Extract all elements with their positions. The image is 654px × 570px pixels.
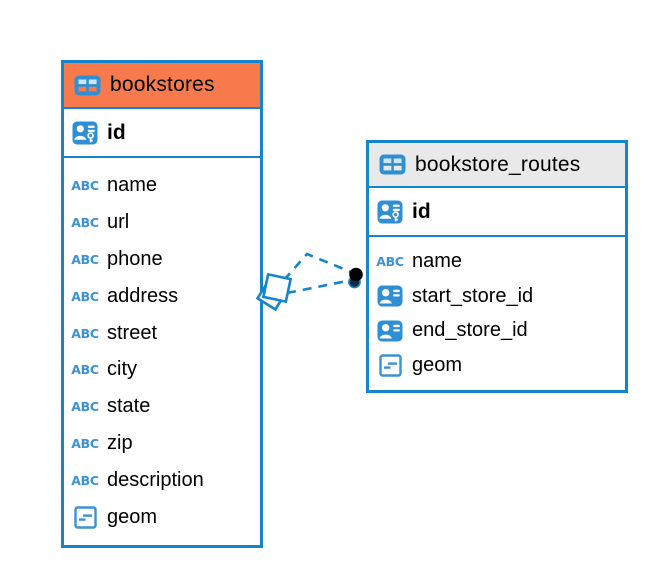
field-label: name [107,173,158,196]
field-label: description [107,469,204,492]
geometry-box-icon [71,506,99,529]
row-bookstores-id[interactable]: id [64,109,260,158]
field-row[interactable]: ABC zip [64,432,260,455]
field-row[interactable]: ABC url [64,211,260,234]
table-bookstore-routes-header[interactable]: bookstore_routes [369,143,625,188]
abc-icon: ABC [71,177,99,193]
abc-icon: ABC [71,325,99,341]
relationship-line-lower[interactable] [286,279,348,295]
field-label: address [107,284,179,307]
table-title: bookstore_routes [415,152,581,176]
field-label: state [107,395,151,418]
table-bookstores-header[interactable]: bookstores [64,63,260,109]
user-card-icon [376,320,404,342]
geometry-box-icon [376,353,404,377]
field-row[interactable]: ABC description [64,469,260,492]
field-row[interactable]: ABC state [64,395,260,418]
relationship-line-upper[interactable] [283,252,352,281]
table-title: bookstores [110,73,215,96]
table-grid-icon [73,75,101,96]
abc-icon: ABC [71,436,99,452]
pk-field-label: id [412,199,431,223]
field-label: end_store_id [412,319,528,342]
table-bookstores[interactable]: bookstores id ABC name [61,60,263,548]
abc-icon: ABC [71,362,99,378]
field-label: start_store_id [412,284,534,307]
field-row[interactable]: ABC city [64,358,260,381]
abc-icon: ABC [71,214,99,230]
abc-icon: ABC [71,288,99,304]
abc-icon: ABC [71,399,99,415]
field-label: name [412,250,463,273]
field-label: geom [412,353,463,376]
field-row[interactable]: ABC phone [64,248,260,271]
table-bookstores-fields: ABC name ABC url ABC phone ABC address A… [64,158,260,545]
field-row[interactable]: geom [64,506,260,529]
abc-icon: ABC [71,473,99,489]
field-row[interactable]: end_store_id [369,319,625,342]
field-label: url [107,210,130,233]
abc-icon: ABC [71,251,99,267]
row-routes-id[interactable]: id [369,188,625,237]
field-row[interactable]: ABC street [64,322,260,345]
field-label: street [107,321,158,344]
user-card-icon [376,285,404,307]
field-label: phone [107,247,163,270]
pk-field-label: id [107,120,126,144]
abc-icon: ABC [376,254,404,270]
relationship-target-handle[interactable] [348,267,363,289]
user-key-icon [376,200,404,224]
field-label: geom [107,506,158,529]
field-row[interactable]: ABC address [64,285,260,308]
field-row[interactable]: ABC name [64,174,260,197]
table-grid-icon [378,154,406,175]
field-label: city [107,358,137,381]
table-routes-fields: ABC name start_store_id [369,237,625,390]
user-key-icon [71,121,99,145]
field-row[interactable]: start_store_id [369,285,625,308]
field-row[interactable]: ABC name [369,250,625,273]
field-row[interactable]: geom [369,354,625,377]
field-label: zip [107,432,133,455]
table-bookstore-routes[interactable]: bookstore_routes id ABC name [366,140,628,393]
